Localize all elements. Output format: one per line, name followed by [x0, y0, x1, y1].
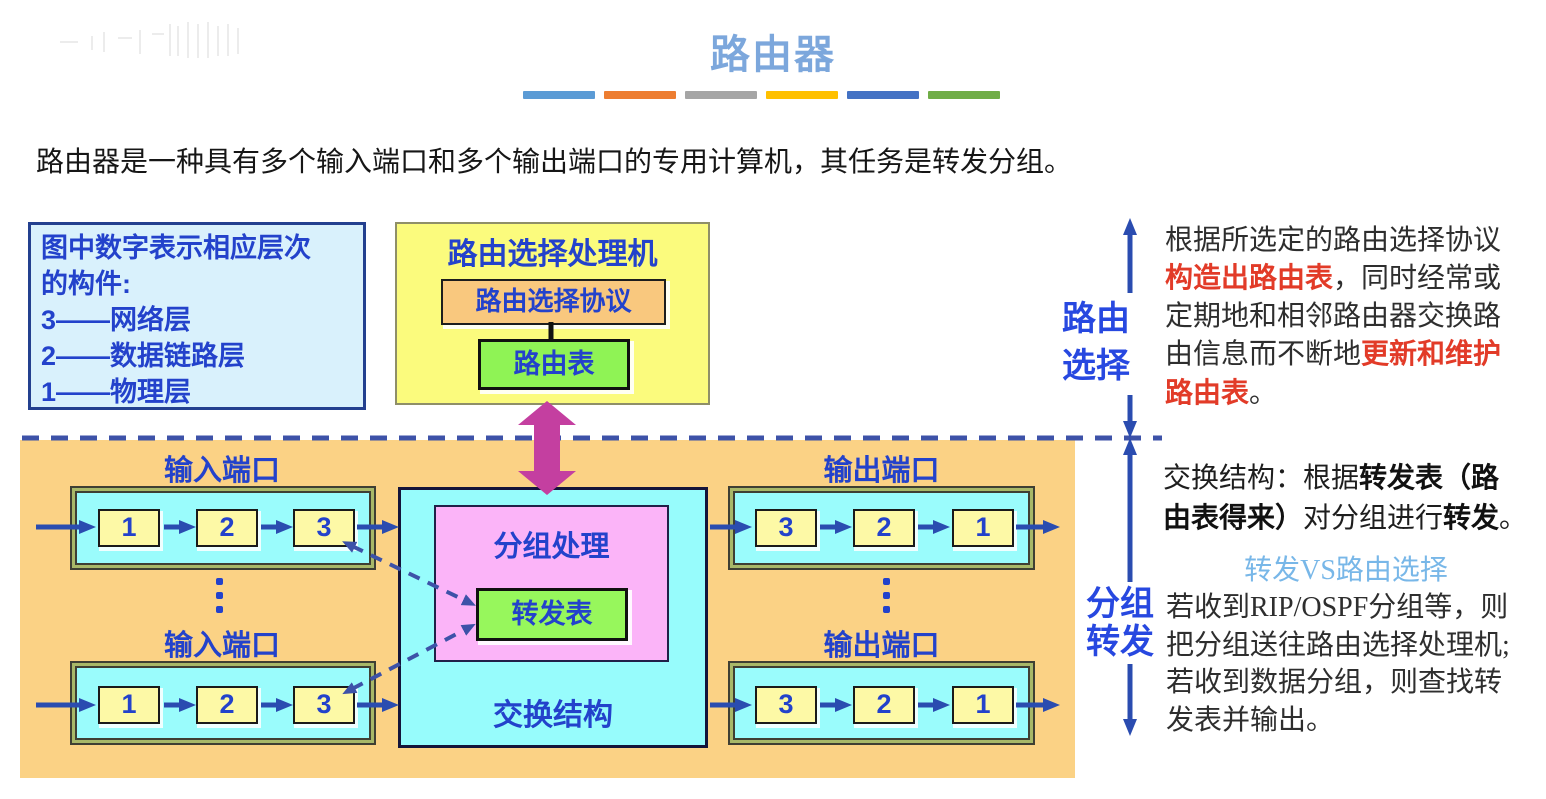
input-port-label-bottom: 输入端口 [163, 630, 280, 662]
title-divider-bars [523, 91, 1000, 99]
output-bottom-stage-1: 1 [952, 686, 1014, 724]
forwarding-table-box: 转发表 [476, 588, 628, 641]
input-bottom-stage-1: 1 [98, 686, 160, 724]
legend-box: 图中数字表示相应层次 的构件: 3——网络层 2——数据链路层 1——物理层 [28, 222, 366, 410]
packet-processing-label: 分组处理 [493, 531, 610, 563]
input-bottom-stage-3: 3 [293, 686, 355, 724]
divider-bar-3 [685, 91, 757, 99]
output-top-stage-3: 3 [755, 509, 817, 547]
watermark [60, 22, 239, 58]
forwarding-description: 若收到RIP/OSPF分组等，则 把分组送往路由选择处理机; 若收到数据分组，则… [1166, 592, 1510, 736]
legend-line: 图中数字表示相应层次 [41, 233, 311, 263]
packet-forwarding-label: 分组 转发 [1086, 585, 1154, 661]
page-title: 路由器 [710, 32, 836, 77]
input-top-stage-2: 2 [196, 509, 258, 547]
output-port-label-bottom: 输出端口 [823, 630, 940, 662]
input-top-stage-3: 3 [293, 509, 355, 547]
divider-bar-2 [604, 91, 676, 99]
legend-line: 3——网络层 [41, 305, 192, 335]
output-bottom-stage-2: 2 [853, 686, 915, 724]
output-top-stage-1: 1 [952, 509, 1014, 547]
output-bottom-stage-3: 3 [755, 686, 817, 724]
divider-bar-5 [847, 91, 919, 99]
routing-protocol-box: 路由选择协议 [441, 279, 666, 325]
legend-line: 1——物理层 [41, 377, 192, 407]
intro-text: 路由器是一种具有多个输入端口和多个输出端口的专用计算机，其任务是转发分组。 [36, 147, 1073, 178]
routing-select-label: 路由 选择 [1062, 300, 1130, 385]
divider-bar-1 [523, 91, 595, 99]
legend-line: 的构件: [41, 269, 131, 299]
input-ellipsis-dots [215, 578, 223, 620]
switching-fabric-label: 交换结构 [493, 699, 613, 732]
input-port-label-top: 输入端口 [163, 455, 280, 487]
routing-table-box: 路由表 [478, 339, 630, 390]
routing-processor-box: 路由选择处理机 路由选择协议 路由表 [395, 222, 710, 405]
fabric-description: 交换结构：根据转发表（路 由表得来）对分组进行转发。 [1163, 462, 1528, 534]
legend-line: 2——数据链路层 [41, 341, 246, 371]
routing-description: 根据所选定的路由选择协议 构造出路由表，同时经常或 定期地和相邻路由器交换路 由… [1165, 225, 1502, 409]
input-top-stage-1: 1 [98, 509, 160, 547]
output-top-stage-2: 2 [853, 509, 915, 547]
divider-bar-6 [928, 91, 1000, 99]
routing-processor-title: 路由选择处理机 [447, 238, 658, 271]
output-ellipsis-dots [882, 578, 890, 620]
output-port-label-top: 输出端口 [823, 455, 940, 487]
forwarding-vs-routing-text: 转发VS路由选择 [1244, 555, 1448, 586]
input-bottom-stage-2: 2 [196, 686, 258, 724]
divider-bar-4 [766, 91, 838, 99]
